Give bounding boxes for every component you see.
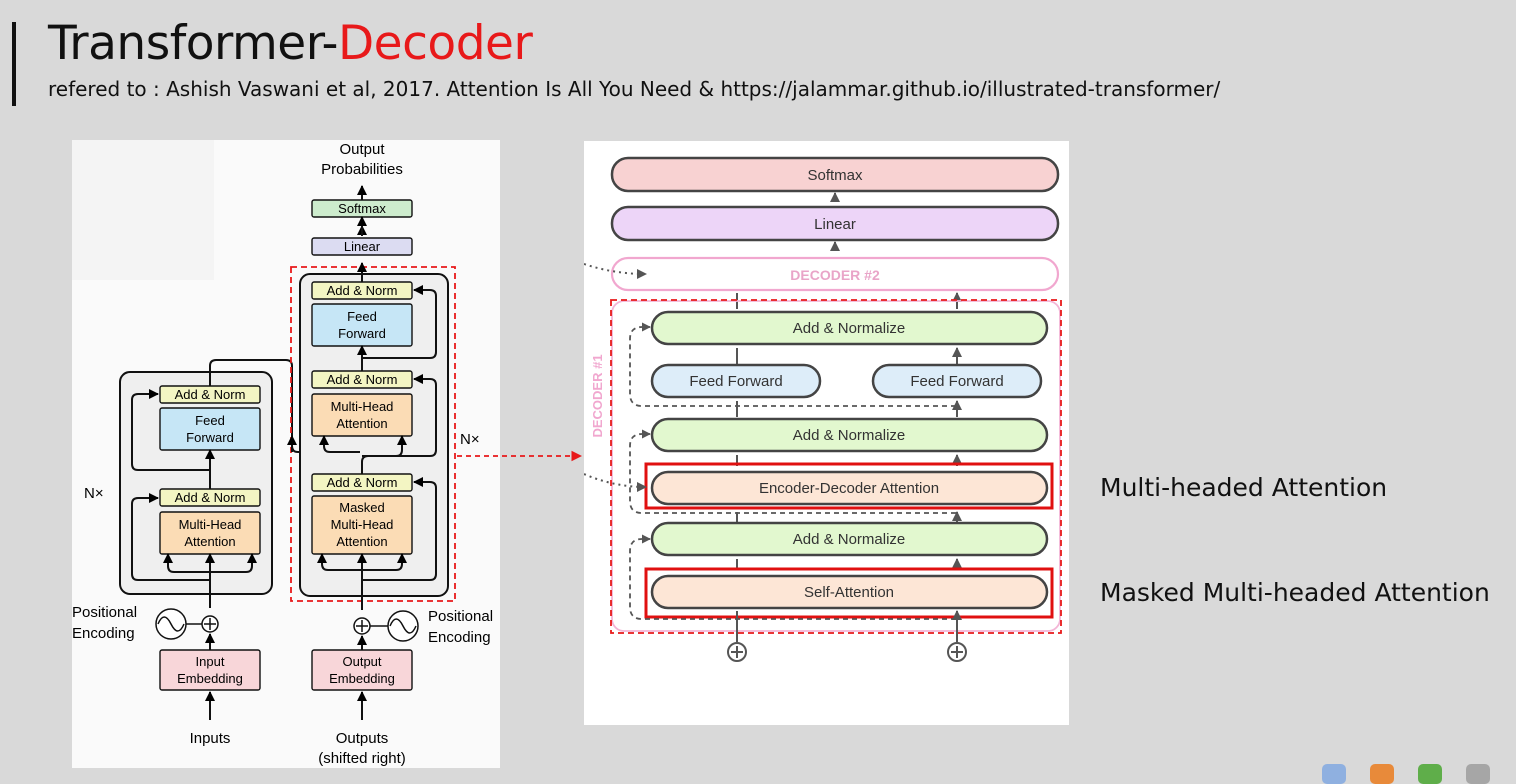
title-accent-bar	[12, 22, 16, 106]
decoder-mha-label-2: Attention	[336, 416, 387, 431]
rd-add-normalize-mid-label: Add & Normalize	[793, 427, 906, 444]
decoder-mha-label-1: Multi-Head	[331, 399, 394, 414]
annotation-masked-multi-headed: Masked Multi-headed Attention	[1100, 578, 1490, 607]
rd-add-normalize-top-label: Add & Normalize	[793, 320, 906, 337]
outputs-label-1: Outputs	[336, 730, 389, 747]
corner-tile-gray	[1466, 764, 1490, 784]
masked-label-1: Masked	[339, 500, 385, 515]
linear-label: Linear	[344, 239, 381, 254]
transformer-architecture-figure: N× Add & Norm Feed Forward Add & Norm Mu…	[72, 140, 500, 768]
slide-title: Transformer-Decoder	[48, 16, 533, 71]
decoder-ff-label-1: Feed	[347, 309, 377, 324]
rd-decoder-2-label: DECODER #2	[790, 267, 880, 283]
output-probabilities-2: Probabilities	[321, 161, 403, 178]
rd-self-attention-label: Self-Attention	[804, 584, 894, 601]
slide-subtitle: refered to : Ashish Vaswani et al, 2017.…	[48, 77, 1221, 101]
decoder-add-norm-bottom-label: Add & Norm	[327, 475, 398, 490]
decoder-add-norm-top-label: Add & Norm	[327, 283, 398, 298]
rd-add-normalize-top	[650, 310, 1049, 346]
rd-feed-forward-1	[650, 363, 822, 399]
output-embedding-label-2: Embedding	[329, 671, 395, 686]
rd-softmax	[610, 156, 1060, 193]
rd-add-normalize-bottom-label: Add & Normalize	[793, 531, 906, 548]
linear-layer	[311, 237, 413, 256]
rd-softmax-label: Softmax	[807, 167, 863, 184]
rd-linear-label: Linear	[814, 216, 856, 233]
inputs-label: Inputs	[190, 730, 231, 747]
encoder-connections	[131, 359, 360, 608]
rd-feed-forward-2-label: Feed Forward	[910, 373, 1003, 390]
decoder-multi-head-attention	[311, 393, 413, 437]
input-embedding-label-1: Input	[196, 654, 225, 669]
rd-enc-dec-attention	[650, 470, 1049, 506]
encoder-ff-label-1: Feed	[195, 413, 225, 428]
rd-add-normalize-bottom	[650, 521, 1049, 557]
rd-self-attention-highlight	[644, 567, 1054, 619]
encoder-add-norm-top-label: Add & Norm	[175, 387, 246, 402]
decoder-add-norm-mid-label: Add & Norm	[327, 372, 398, 387]
corner-tile-orange	[1370, 764, 1394, 784]
decoder-ff-label-2: Forward	[338, 326, 386, 341]
encoder-mha-label-1: Multi-Head	[179, 517, 242, 532]
positional-encoding-left-1: Positional	[72, 604, 137, 621]
illustrated-decoder-figure: Softmax Linear DECODER #2 DECODER #1 Add…	[583, 141, 1069, 725]
rd-decoder-1-label: DECODER #1	[590, 354, 605, 437]
corner-tile-blue	[1322, 764, 1346, 784]
outputs-label-2: (shifted right)	[318, 750, 406, 767]
decoder-connections	[287, 185, 437, 610]
encoder-nx-label: N×	[84, 485, 104, 502]
output-probabilities-1: Output	[339, 141, 385, 158]
input-embedding-label-2: Embedding	[177, 671, 243, 686]
encoder-mha-label-2: Attention	[184, 534, 235, 549]
faded-region	[72, 140, 214, 280]
rd-add-normalize-mid	[650, 417, 1049, 453]
rd-feed-forward-1-label: Feed Forward	[689, 373, 782, 390]
encoder-ff-label-2: Forward	[186, 430, 234, 445]
rd-decoder-2	[610, 256, 1060, 292]
encoder-add-norm-bottom-label: Add & Norm	[175, 490, 246, 505]
connector-arrow	[457, 450, 583, 462]
annotation-multi-headed: Multi-headed Attention	[1100, 473, 1388, 502]
output-embedding-label-1: Output	[342, 654, 381, 669]
rd-self-attention	[650, 574, 1049, 610]
positional-encoding-left-2: Encoding	[72, 625, 135, 642]
positional-encoding-right-1: Positional	[428, 608, 493, 625]
decoder-highlight-box	[290, 266, 456, 602]
masked-label-3: Attention	[336, 534, 387, 549]
rd-linear	[610, 205, 1060, 242]
masked-label-2: Multi-Head	[331, 517, 394, 532]
encoder-block	[119, 371, 273, 595]
rd-decoder-1-highlight	[610, 299, 1062, 634]
rd-decoder-1-frame	[611, 300, 1061, 632]
softmax-label: Softmax	[338, 201, 386, 216]
corner-tile-green	[1418, 764, 1442, 784]
rd-enc-dec-attention-label: Encoder-Decoder Attention	[759, 480, 939, 497]
positional-encoding-right-2: Encoding	[428, 629, 491, 646]
decoder-nx-label: N×	[460, 431, 480, 448]
